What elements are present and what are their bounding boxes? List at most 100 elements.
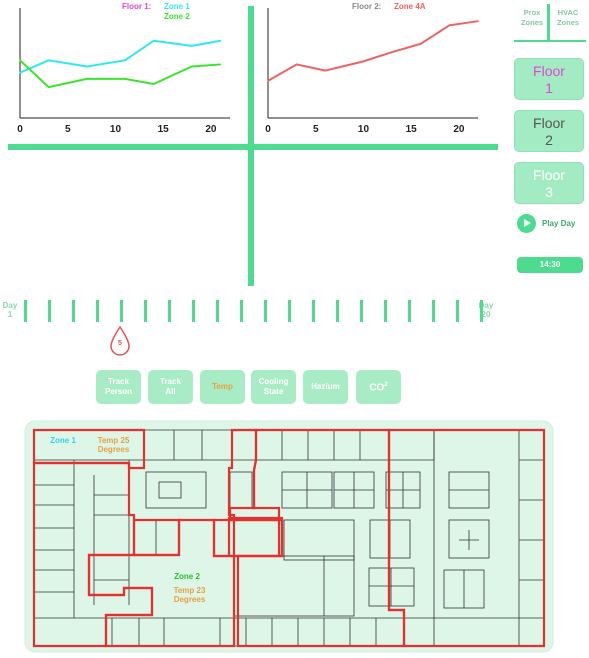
floor2-series-1-point <box>477 20 479 22</box>
timeline-tick[interactable] <box>264 300 267 322</box>
timeline-tick[interactable] <box>432 300 435 322</box>
zone-1-temp-line-1: Temp 25 <box>97 436 130 445</box>
track-person-button[interactable]: Track Person <box>96 370 141 404</box>
timeline-tick[interactable] <box>360 300 363 322</box>
floor1-legend-entry-2: Zone 2 <box>164 12 190 21</box>
timeline-tick[interactable] <box>240 300 243 322</box>
temp-button[interactable]: Temp <box>200 370 245 404</box>
zone-1-label: Zone 1 <box>50 436 76 445</box>
floor-2-button[interactable]: Floor 2 <box>514 110 584 152</box>
floor1-x-tick-label: 20 <box>205 124 217 135</box>
co2-button[interactable]: CO2 <box>356 370 401 404</box>
zone-2-temp-line-1: Temp 23 <box>173 586 206 595</box>
timeline-tick[interactable] <box>336 300 339 322</box>
timeline-tick[interactable] <box>144 300 147 322</box>
zone-2-temp-line-2: Degrees <box>173 595 206 604</box>
floor1-x-tick-label: 10 <box>110 124 122 135</box>
floor1-legend-title: Floor 1: <box>122 2 151 11</box>
floor1-x-tick-label: 0 <box>17 124 23 135</box>
timeline-tick[interactable] <box>216 300 219 322</box>
floor2-series-1-point <box>391 51 393 53</box>
cooling-state-button[interactable]: Cooling State <box>251 370 296 404</box>
play-icon <box>517 214 536 233</box>
timeline-marker[interactable]: 5 <box>109 325 131 363</box>
floor2-legend-title: Floor 2: <box>352 2 381 11</box>
cooling-state-label-2: State <box>263 387 284 396</box>
timeline-tick[interactable] <box>384 300 387 322</box>
floor2-series-1-point <box>362 60 365 63</box>
track-all-button[interactable]: Track All <box>148 370 193 404</box>
timeline-end-label-2: 20 <box>481 310 491 319</box>
floor2-series-1-point <box>267 80 269 82</box>
zone-2-temp: Temp 23 Degrees <box>162 586 217 604</box>
timeline-tick[interactable] <box>120 300 123 322</box>
co2-subscript: 2 <box>384 382 388 389</box>
hvac-zone-borders <box>32 428 546 648</box>
floor1-series-2-point <box>219 63 222 66</box>
floor2-series-1-point <box>324 69 327 72</box>
prox-zones-button[interactable]: Prox Zones <box>518 8 546 28</box>
prox-zones-label-1: Prox <box>523 8 541 17</box>
play-day-label: Play Day <box>542 219 576 228</box>
time-display: 14:30 <box>517 257 583 273</box>
floor-1-button[interactable]: Floor 1 <box>514 58 584 100</box>
floor1-series-2-point <box>152 83 155 85</box>
floor1-x-tick-label: 15 <box>158 124 170 135</box>
timeline-tick[interactable] <box>192 300 195 322</box>
timeline-tick[interactable] <box>48 300 51 322</box>
marker-drop-icon <box>110 325 130 356</box>
floor1-series-2-point <box>47 86 50 88</box>
prox-zones-label-2: Zones <box>520 18 544 27</box>
floor2-x-tick-label: 15 <box>406 124 418 135</box>
floor2-chart: 0 5 10 15 20 Floor 2: Zone 4A <box>248 0 498 145</box>
floor1-legend-entry-1: Zone 1 <box>164 2 190 11</box>
timeline-tick[interactable] <box>408 300 411 322</box>
track-all-label-1: Track <box>160 377 181 386</box>
floor1-series-1-point <box>191 45 193 47</box>
floor1-series-1-point <box>124 59 126 62</box>
floor2-x-tick-label: 5 <box>313 124 319 135</box>
track-person-label-2: Person <box>104 387 133 396</box>
floor-2-number: 2 <box>545 132 553 148</box>
floor2-legend-entry-1: Zone 4A <box>394 2 426 11</box>
floor1-series-1-point <box>86 65 88 68</box>
floor2-chart-svg: 0 5 10 15 20 Floor 2: Zone 4A <box>265 2 479 135</box>
timeline-tick[interactable] <box>288 300 291 322</box>
co2-label: CO <box>369 382 385 394</box>
track-all-label-2: All <box>165 387 176 396</box>
timeline-tick[interactable] <box>456 300 459 322</box>
play-day-button[interactable]: Play Day <box>517 214 575 233</box>
zone-1-temp-line-2: Degrees <box>97 445 130 454</box>
timeline-tick[interactable] <box>480 300 483 322</box>
hvac-zones-button[interactable]: HVAC Zones <box>554 8 582 28</box>
zone-2-label: Zone 2 <box>174 572 200 581</box>
floor1-series-2-point <box>19 59 21 62</box>
floor1-series-1-point <box>152 39 155 42</box>
floor-1-number: 1 <box>545 80 553 96</box>
marker-value: 5 <box>118 340 122 347</box>
cooling-state-label-1: Cooling <box>258 377 289 386</box>
floor-1-label: Floor <box>533 63 565 79</box>
floor2-series-1-point <box>419 43 422 45</box>
timeline-tick[interactable] <box>312 300 315 322</box>
hazium-button[interactable]: Hazium <box>303 370 348 404</box>
timeline-tick[interactable] <box>96 300 99 322</box>
timeline-tick[interactable] <box>72 300 75 322</box>
floor2-x-tick-label: 0 <box>265 124 271 135</box>
zone-1-temp: Temp 25 Degrees <box>86 436 141 454</box>
floor2-x-tick-label: 20 <box>453 124 465 135</box>
floor1-series-1-point <box>47 59 50 62</box>
hazium-label: Hazium <box>311 382 340 391</box>
floor-3-button[interactable]: Floor 3 <box>514 162 584 204</box>
timeline-end-label-1: Day <box>478 301 494 310</box>
floor1-series-line-2 <box>19 59 221 89</box>
floor2-series-1-point <box>295 63 298 66</box>
floor1-series-1-point <box>19 71 21 74</box>
floor1-series-2-point <box>86 78 88 80</box>
vertical-divider <box>248 6 254 286</box>
timeline-tick[interactable] <box>168 300 171 322</box>
floor2-x-tick-label: 10 <box>358 124 370 135</box>
timeline-tick[interactable] <box>24 300 27 322</box>
